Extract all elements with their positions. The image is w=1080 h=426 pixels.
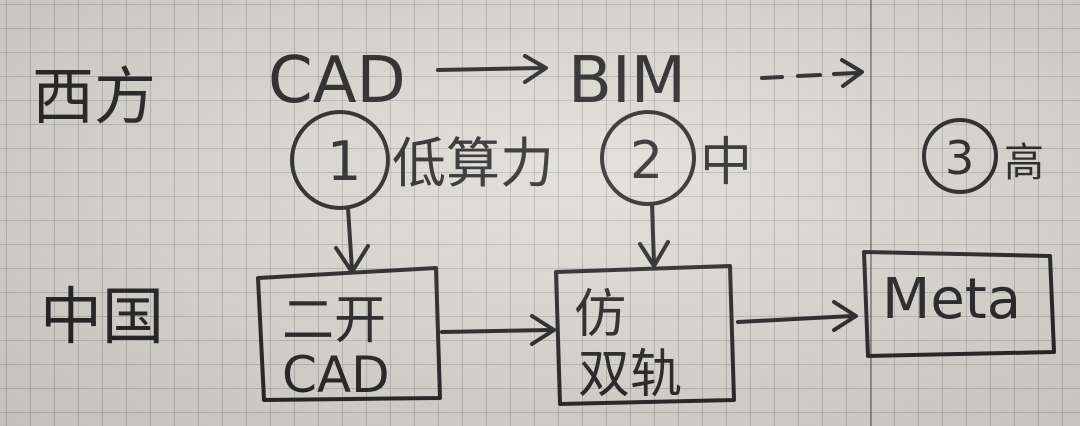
box-meta (862, 250, 1056, 358)
arrow-cad-to-bim (436, 66, 544, 72)
arrow-box1-to-box2-head (530, 314, 556, 346)
box-secondary-dev-cad (256, 266, 442, 402)
stage-3-circle (922, 118, 998, 194)
top-cad-text: CAD (268, 44, 406, 118)
stage-2-number: 2 (630, 131, 663, 191)
box-2-line-1: 仿 (574, 285, 626, 345)
arrow-box2-to-box3 (736, 314, 854, 324)
label-china: 中国 (40, 280, 164, 353)
box-3-line-1: Meta (882, 267, 1021, 332)
stage-1-note: 低算力 (392, 132, 554, 195)
box-2-line-2: 双轨 (578, 345, 682, 405)
stage-2-down-arrow-head (638, 240, 670, 268)
box-1-line-2: CAD (282, 346, 390, 404)
stage-1-circle (290, 110, 390, 210)
dashed-arrow-head (840, 58, 864, 88)
box-1-line-1: 二开 (282, 291, 386, 351)
arrow-box2-to-box3-head (832, 300, 858, 332)
arrow-cad-to-bim-head (523, 54, 548, 84)
stage-2-down-arrow (650, 202, 656, 266)
stage-1-number: 1 (327, 130, 361, 193)
box-imitation-dual-track (554, 264, 736, 406)
arrow-box1-to-box2 (440, 328, 552, 334)
page-fold-line (870, 0, 872, 426)
label-west: 西方 (32, 60, 156, 133)
stage-2-note: 中 (700, 133, 752, 193)
stage-3-number: 3 (945, 131, 974, 185)
stage-1-down-arrow (346, 206, 354, 272)
stage-3-note: 高 (1004, 140, 1044, 186)
stage-2-circle (600, 110, 696, 206)
dashed-arrow-bim-future (760, 71, 858, 80)
top-bim-text: BIM (568, 44, 686, 118)
